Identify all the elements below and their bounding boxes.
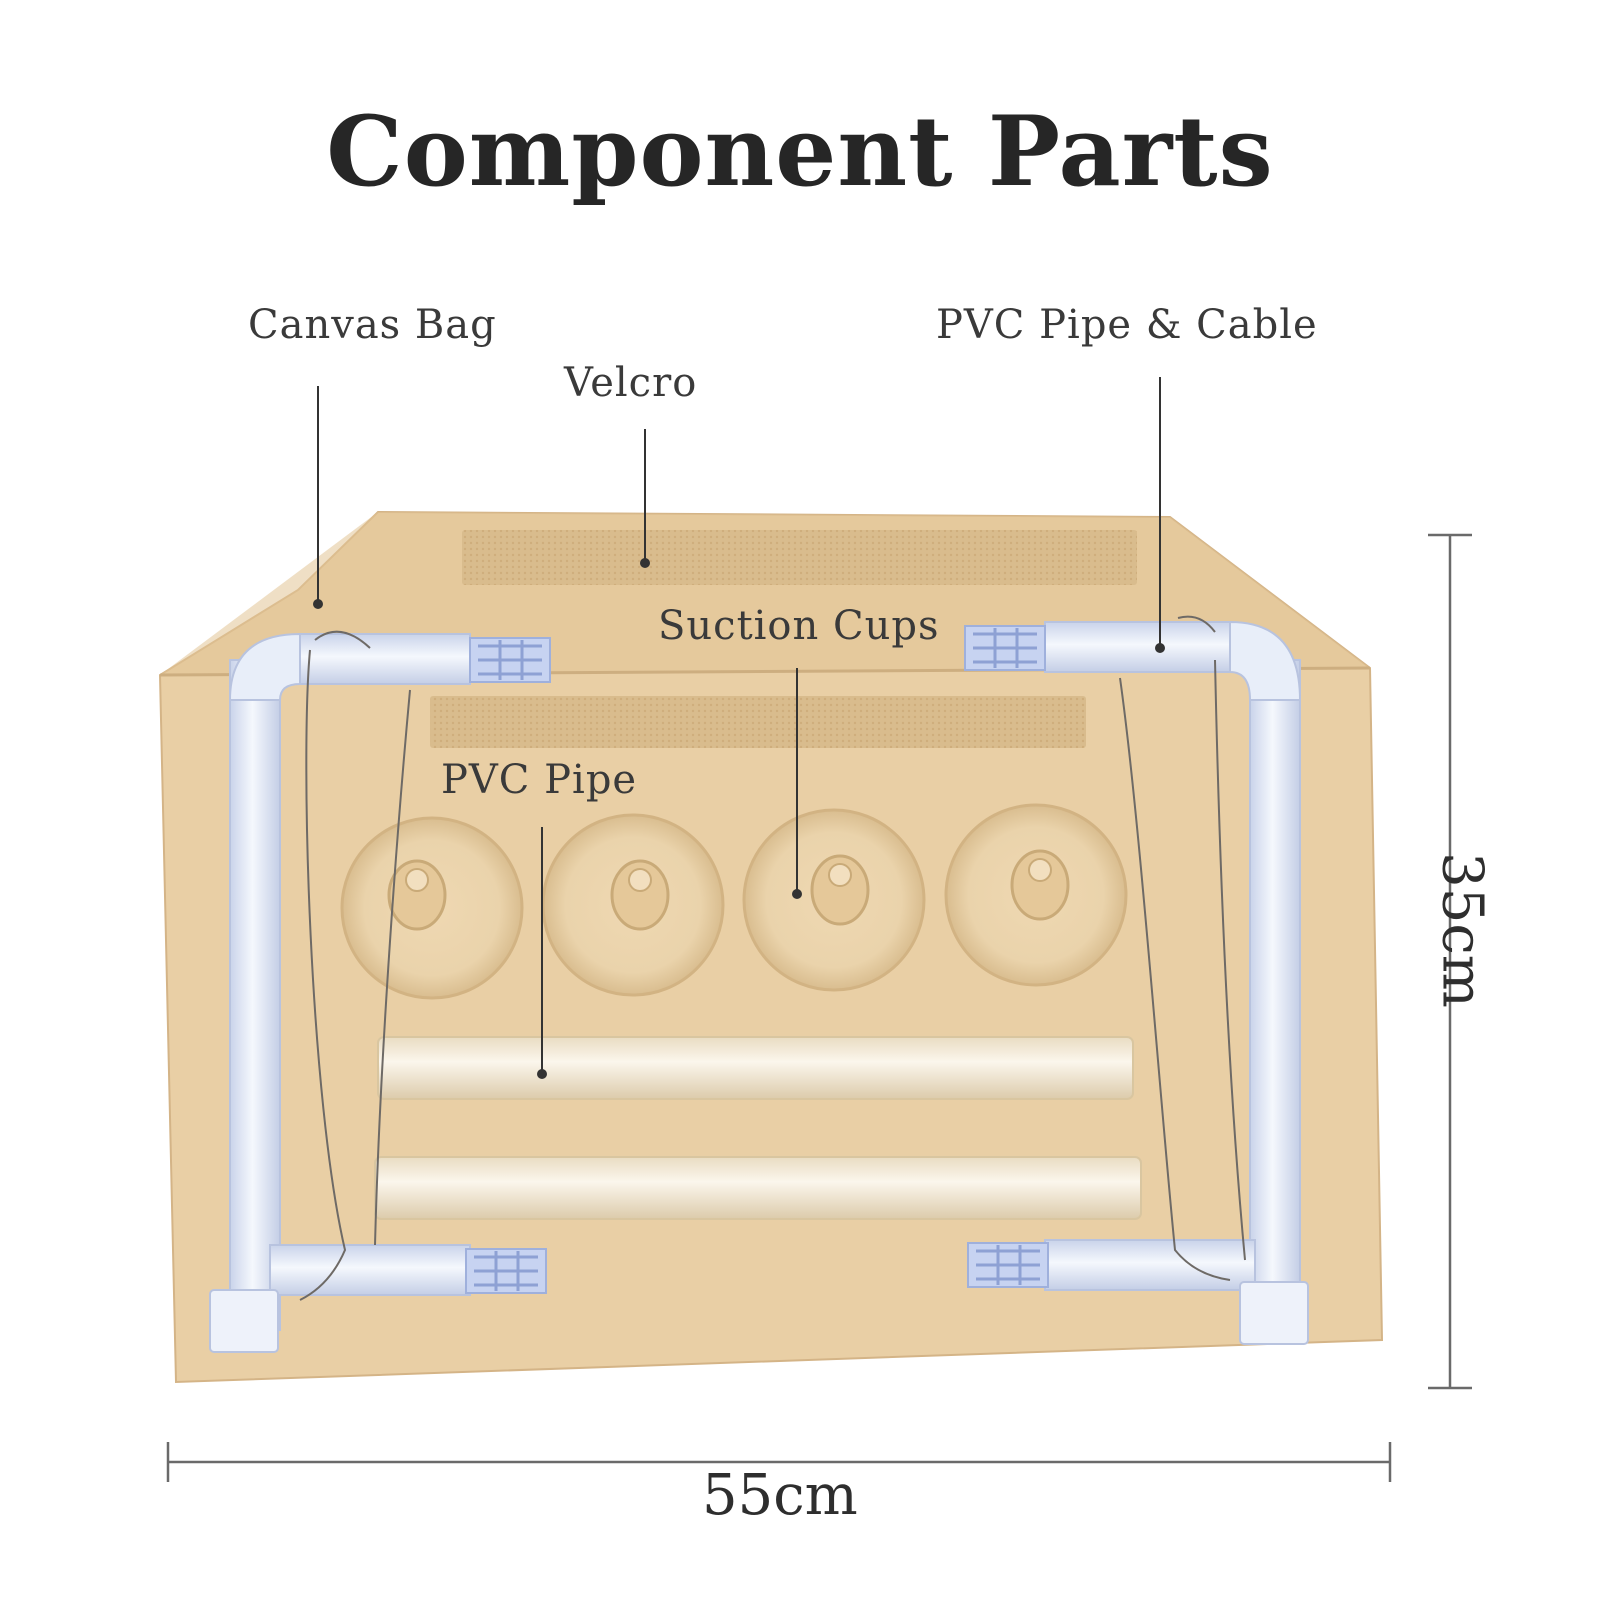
steel-cables — [299, 615, 1246, 1301]
velcro-strip-bottom — [430, 696, 1086, 748]
right-frame-pipe — [964, 620, 1309, 1345]
suction-cups — [340, 803, 1128, 1000]
dimension-lines — [166, 533, 1472, 1482]
label-pvc-pipe-cable: PVC Pipe & Cable — [936, 302, 1318, 348]
left-frame-pipe — [209, 632, 551, 1353]
label-canvas-bag: Canvas Bag — [248, 302, 497, 348]
suction-cup — [742, 808, 926, 992]
suction-cup — [541, 813, 725, 997]
pvc-pipe-straight — [377, 1036, 1134, 1100]
straight-pvc-pipes — [374, 1036, 1142, 1220]
pvc-pipe-straight — [374, 1156, 1142, 1220]
height-dimension-label: 35cm — [1429, 852, 1495, 1008]
label-velcro: Velcro — [564, 360, 698, 406]
label-suction-cups: Suction Cups — [658, 603, 940, 649]
width-dimension-line — [166, 1442, 1392, 1482]
height-dimension-line — [1428, 533, 1472, 1390]
suction-cup — [340, 816, 524, 1000]
width-dimension-label: 55cm — [702, 1463, 858, 1528]
label-pvc-pipe: PVC Pipe — [441, 757, 638, 803]
page-title: Component Parts — [326, 95, 1274, 208]
leader-lines — [313, 377, 1165, 1079]
suction-cup — [944, 803, 1128, 987]
velcro-strip-top — [462, 530, 1137, 585]
